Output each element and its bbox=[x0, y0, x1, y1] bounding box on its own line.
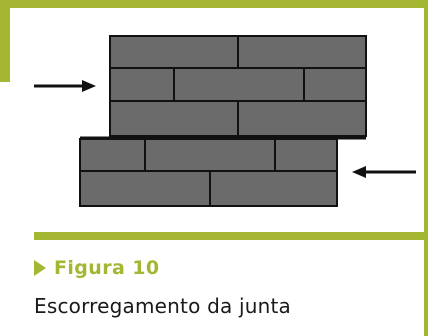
brick bbox=[109, 67, 175, 102]
left-inner-white bbox=[10, 8, 34, 82]
figure-description: Escorregamento da junta bbox=[34, 294, 292, 318]
figure-caption: Figura 10 Escorregamento da junta bbox=[34, 256, 428, 318]
brick bbox=[79, 138, 146, 172]
brick bbox=[274, 138, 338, 172]
arrow-right-icon bbox=[32, 80, 96, 92]
caption-rule bbox=[34, 232, 428, 240]
brick bbox=[79, 170, 211, 207]
brick bbox=[209, 170, 338, 207]
brick bbox=[303, 67, 367, 102]
corner-border-top bbox=[0, 0, 428, 8]
brick bbox=[173, 67, 305, 102]
brick bbox=[237, 100, 367, 137]
arrow-left-icon bbox=[352, 166, 416, 178]
right-border bbox=[424, 0, 428, 336]
brick bbox=[109, 35, 239, 69]
caption-heading: Figura 10 bbox=[34, 256, 428, 280]
brick bbox=[109, 100, 239, 137]
brick bbox=[144, 138, 276, 172]
left-rail bbox=[30, 82, 34, 336]
caption-triangle-icon bbox=[34, 260, 46, 276]
brick-wall bbox=[79, 35, 367, 207]
figure-label: Figura 10 bbox=[54, 257, 160, 279]
brick bbox=[237, 35, 367, 69]
